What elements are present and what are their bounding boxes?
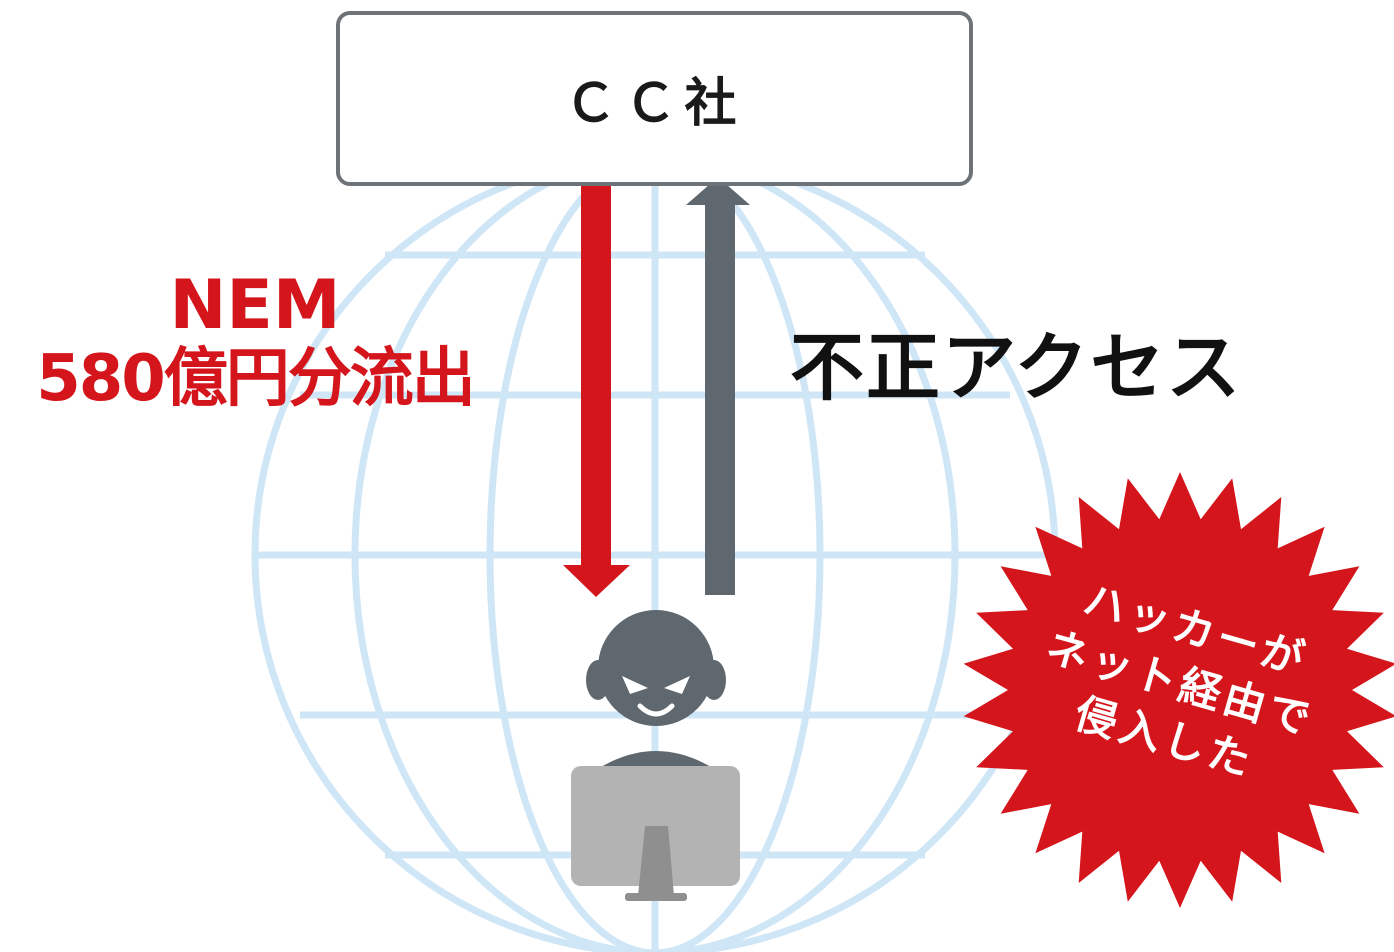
starburst-badge xyxy=(963,472,1394,908)
outflow-amount: 580億円分流出 xyxy=(36,342,476,416)
company-name: ＣＣ社 xyxy=(564,74,745,134)
outflow-label: NEM 580億円分流出 xyxy=(0,266,510,417)
access-arrow xyxy=(686,177,750,595)
hacker-icon xyxy=(586,610,726,770)
unauthorized-access-label: 不正アクセス xyxy=(790,325,1243,411)
company-box: ＣＣ社 xyxy=(336,11,973,186)
computer-monitor-icon xyxy=(571,766,740,901)
outflow-arrow xyxy=(563,180,630,597)
outflow-currency: NEM xyxy=(169,266,341,345)
